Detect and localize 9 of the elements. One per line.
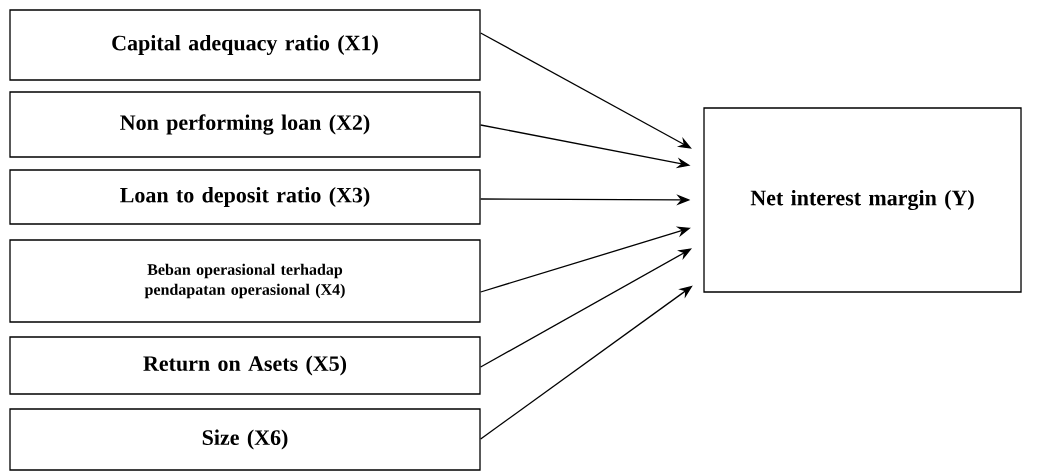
- arrow: [480, 248, 692, 368]
- factor-box: Loan to deposit ratio (X3): [9, 169, 481, 225]
- arrow: [480, 32, 692, 149]
- factor-box: Size (X6): [9, 408, 481, 471]
- factor-box: Return on Asets (X5): [9, 336, 481, 395]
- factor-box: Net interest margin (Y): [703, 107, 1022, 293]
- factor-box: Non performing loan (X2): [9, 91, 481, 158]
- factor-box: Beban operasional terhadap pendapatan operasional (X4): [9, 239, 481, 323]
- factor-box: Capital adequacy ratio (X1): [9, 9, 481, 81]
